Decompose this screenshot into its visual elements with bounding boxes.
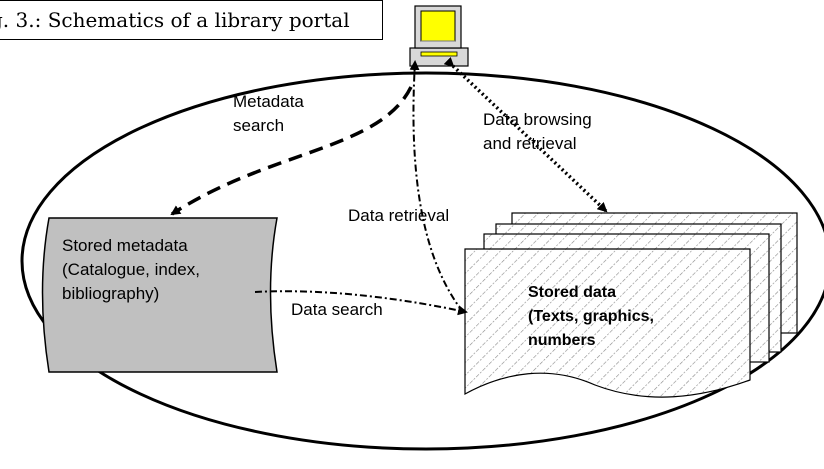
figure-caption: g. 3.: Schematics of a library portal — [0, 0, 383, 40]
data-browsing-arrow — [443, 56, 608, 213]
stored-metadata-line-1: Stored metadata — [62, 236, 188, 255]
stored-data-line-2: (Texts, graphics, — [528, 308, 654, 325]
metadata-search-label-line-1: Metadata — [233, 92, 304, 111]
stored-data-node: Stored data (Texts, graphics, numbers — [464, 212, 798, 398]
data-retrieval-arrow — [409, 60, 464, 313]
metadata-search-label-line-2: search — [233, 116, 284, 135]
data-browsing-label-line-2: and retrieval — [483, 134, 577, 153]
portal-boundary — [20, 71, 824, 451]
stored-data-line-1: Stored data — [528, 284, 616, 301]
data-search-arrow — [254, 290, 468, 316]
data-browsing-label-line-1: Data browsing — [483, 110, 592, 129]
data-search-label: Data search — [291, 300, 383, 319]
metadata-search-arrow — [170, 86, 413, 216]
data-retrieval-label: Data retrieval — [348, 206, 449, 225]
desktop-computer-icon — [409, 5, 469, 67]
stored-data-line-3: numbers — [528, 332, 596, 349]
stored-metadata-node: Stored metadata (Catalogue, index, bibli… — [41, 217, 278, 373]
stored-metadata-line-2: (Catalogue, index, — [62, 260, 200, 279]
stored-metadata-line-3: bibliography) — [62, 284, 159, 303]
